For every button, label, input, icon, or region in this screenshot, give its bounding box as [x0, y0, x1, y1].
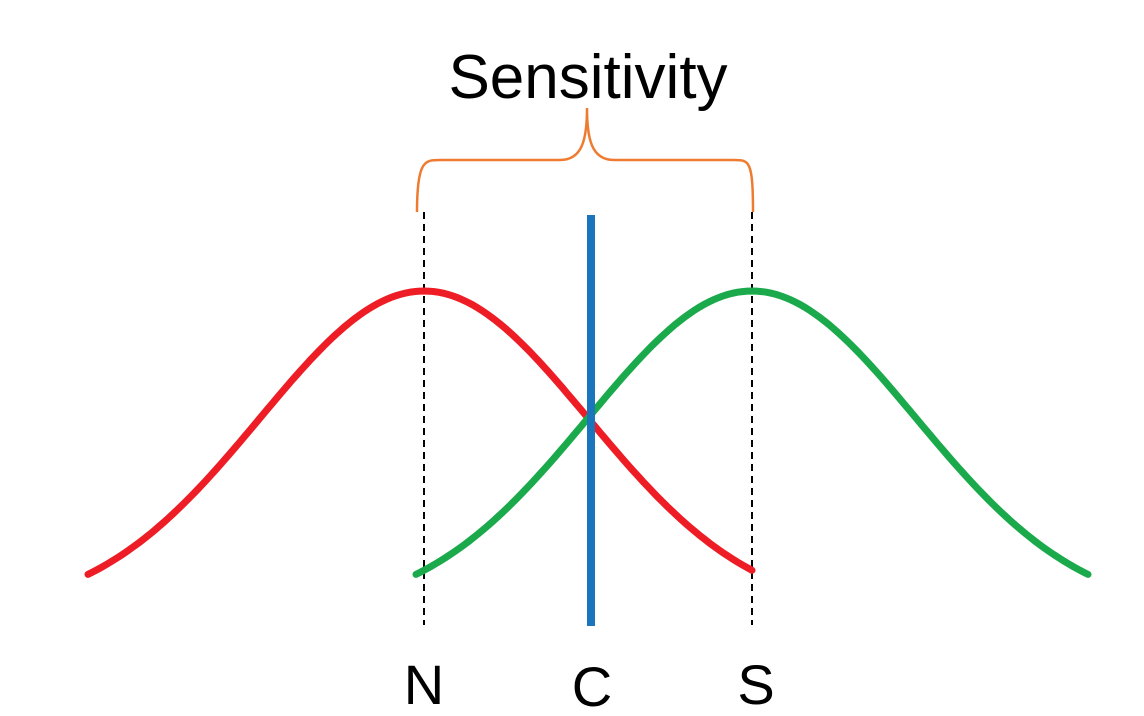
noise-mean-label: N: [404, 653, 444, 716]
criterion-label: C: [572, 655, 612, 716]
signal-mean-label: S: [737, 653, 774, 716]
noise-distribution-curve: [84, 287, 756, 578]
diagram-title: Sensitivity: [448, 43, 727, 112]
signal-distribution-curve: [412, 287, 1092, 578]
sensitivity-brace: [415, 107, 755, 213]
